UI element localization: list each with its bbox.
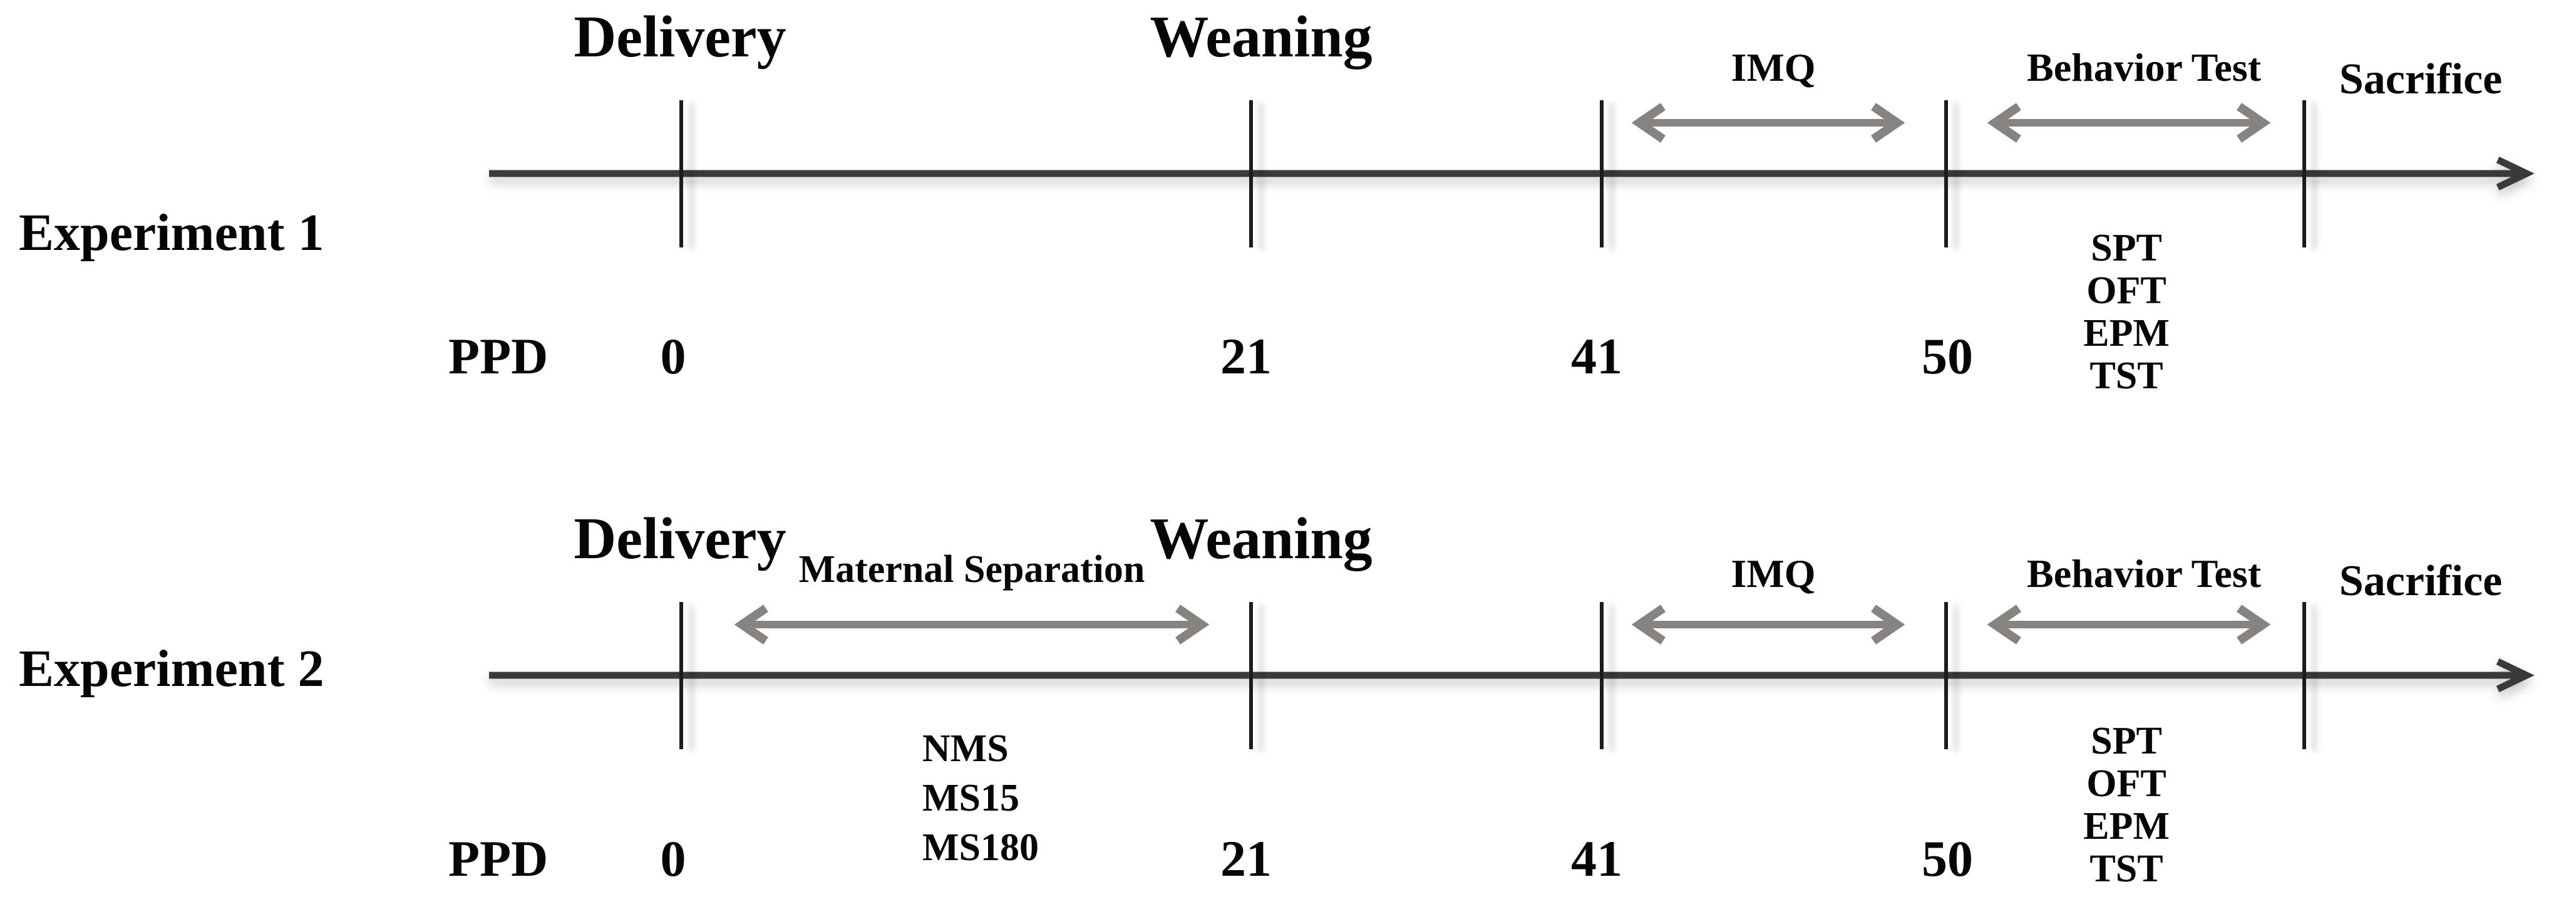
ppd-axis-label-exp1: PPD (448, 328, 549, 385)
ppd-value-0-exp1: 0 (660, 328, 686, 385)
behavior-test-item: EPM (2083, 312, 2170, 355)
weaning-label-exp1: Weaning (1150, 4, 1373, 70)
tick-sacrifice-exp1 (2302, 100, 2306, 247)
behavior-tests-list-exp1: SPT OFT EPM TST (2083, 227, 2170, 397)
behavior-test-item: EPM (2083, 805, 2170, 848)
ppd-value-50-exp1: 50 (1922, 328, 1973, 385)
behavior-tests-list-exp2: SPT OFT EPM TST (2083, 720, 2170, 890)
maternal-separation-label: Maternal Separation (798, 548, 1145, 591)
ppd-value-21-exp1: 21 (1220, 328, 1272, 385)
tick-ppd0-exp2 (679, 602, 683, 749)
sacrifice-label-exp2: Sacrifice (2339, 557, 2503, 605)
weaning-label-exp2: Weaning (1150, 506, 1373, 571)
timeline-axis-exp2 (489, 658, 2535, 692)
behavior-test-item: TST (2089, 355, 2163, 397)
imq-interval-label-exp1: IMQ (1731, 45, 1816, 90)
behavior-test-item: SPT (2091, 227, 2162, 269)
experiment-2-title: Experiment 2 (19, 640, 324, 698)
sacrifice-label-exp1: Sacrifice (2339, 55, 2503, 103)
behavior-test-double-arrow-icon-exp2 (1987, 605, 2271, 645)
delivery-label-exp1: Delivery (574, 4, 786, 70)
timeline-axis-exp1 (489, 157, 2535, 190)
ms-group-item: MS15 (922, 777, 1019, 819)
timeline-arrowhead-right-icon-exp1 (2496, 157, 2535, 190)
behavior-test-item: OFT (2086, 762, 2166, 805)
maternal-separation-double-arrow-icon (734, 605, 1210, 645)
experiment-1-title: Experiment 1 (19, 204, 324, 262)
tick-ppd50-exp1 (1944, 100, 1948, 247)
behavior-test-item: TST (2089, 848, 2163, 890)
behavior-test-double-arrow-icon-exp1 (1987, 103, 2271, 143)
behavior-test-interval-label-exp2: Behavior Test (2027, 551, 2261, 596)
ms-group-item: MS180 (922, 826, 1039, 869)
timeline-arrowhead-right-icon-exp2 (2496, 658, 2535, 692)
tick-sacrifice-exp2 (2302, 602, 2306, 749)
tick-ppd50-exp2 (1944, 602, 1948, 749)
tick-ppd41-exp1 (1600, 100, 1604, 247)
ppd-value-41-exp1: 41 (1571, 328, 1622, 385)
ppd-value-0-exp2: 0 (660, 830, 686, 887)
imq-double-arrow-icon-exp1 (1631, 103, 1905, 143)
ms-group-item: NMS (922, 727, 1009, 770)
tick-ppd41-exp2 (1600, 602, 1604, 749)
tick-ppd0-exp1 (679, 100, 683, 247)
behavior-test-item: OFT (2086, 269, 2166, 312)
ppd-axis-label-exp2: PPD (448, 830, 549, 887)
tick-ppd21-exp1 (1249, 100, 1253, 247)
behavior-test-interval-label-exp1: Behavior Test (2027, 45, 2261, 90)
ppd-value-50-exp2: 50 (1922, 830, 1973, 887)
imq-interval-label-exp2: IMQ (1731, 551, 1816, 596)
ppd-value-21-exp2: 21 (1220, 830, 1272, 887)
tick-ppd21-exp2 (1249, 602, 1253, 749)
delivery-label-exp2: Delivery (574, 506, 786, 571)
behavior-test-item: SPT (2091, 720, 2162, 762)
ppd-value-41-exp2: 41 (1571, 830, 1622, 887)
imq-double-arrow-icon-exp2 (1631, 605, 1905, 645)
maternal-separation-groups-list: NMS MS15 MS180 (922, 724, 1039, 873)
